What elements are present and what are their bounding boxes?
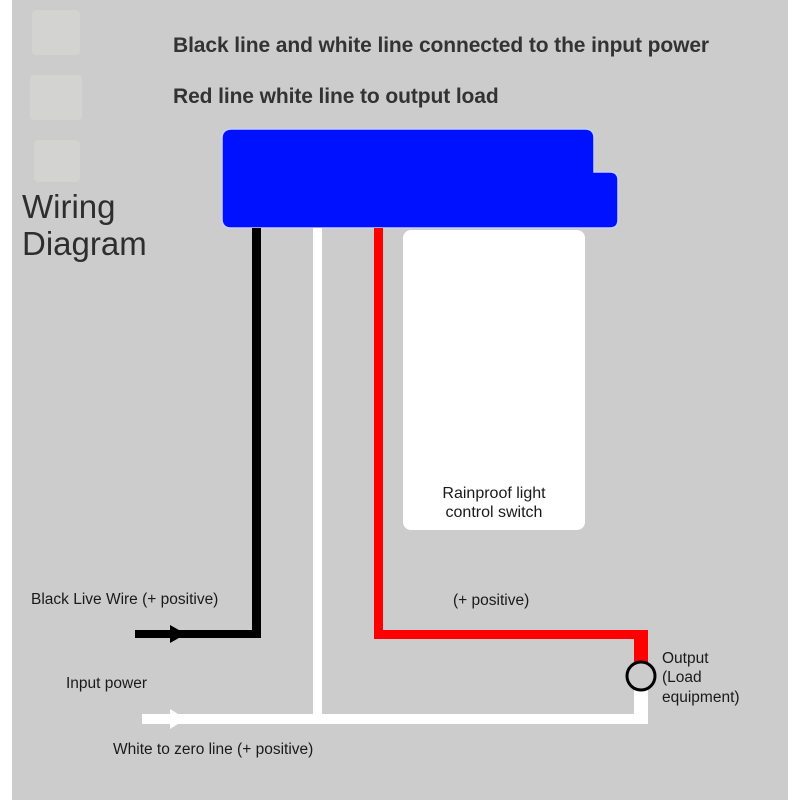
black-wire-horizontal [135, 630, 261, 638]
black-live-wire [135, 228, 261, 643]
diagram-title: Wiring Diagram [22, 188, 147, 262]
title-line-1: Wiring [22, 188, 116, 225]
red-positive-label: (+ positive) [453, 592, 530, 609]
title-line-2: Diagram [22, 225, 147, 262]
sensor-housing [221, 128, 619, 229]
switch-label: Rainproof light control switch [403, 484, 585, 522]
watermark-block [34, 140, 80, 182]
switch-panel: Rainproof light control switch [403, 230, 585, 530]
instruction-line-2: Red line white line to output load [173, 85, 499, 108]
white-wire-load-riser [634, 690, 648, 724]
output-label-line-1: Output [662, 650, 709, 667]
white-wire-vertical [313, 228, 322, 724]
output-label-line-2: (Load [662, 669, 702, 686]
white-neutral-wire [142, 228, 648, 729]
black-arrow-icon [170, 625, 186, 643]
red-output-wire [374, 228, 648, 664]
switch-label-line-2: control switch [445, 504, 543, 521]
white-zero-line-label: White to zero line (+ positive) [113, 741, 314, 758]
instruction-line-1: Black line and white line connected to t… [173, 34, 709, 57]
input-power-label: Input power [66, 675, 147, 692]
red-wire-horizontal [374, 630, 648, 639]
output-label-line-3: equipment) [662, 689, 740, 706]
watermark-block [30, 75, 82, 120]
white-wire-horizontal [142, 714, 648, 724]
watermark-block [32, 10, 80, 55]
black-wire-vertical [252, 228, 261, 638]
switch-label-line-1: Rainproof light [442, 485, 546, 502]
load-symbol-icon [625, 660, 657, 692]
red-wire-vertical [374, 228, 383, 638]
white-arrow-icon [170, 709, 186, 729]
red-wire-load-drop [634, 630, 648, 664]
black-live-wire-label: Black Live Wire (+ positive) [31, 591, 219, 608]
